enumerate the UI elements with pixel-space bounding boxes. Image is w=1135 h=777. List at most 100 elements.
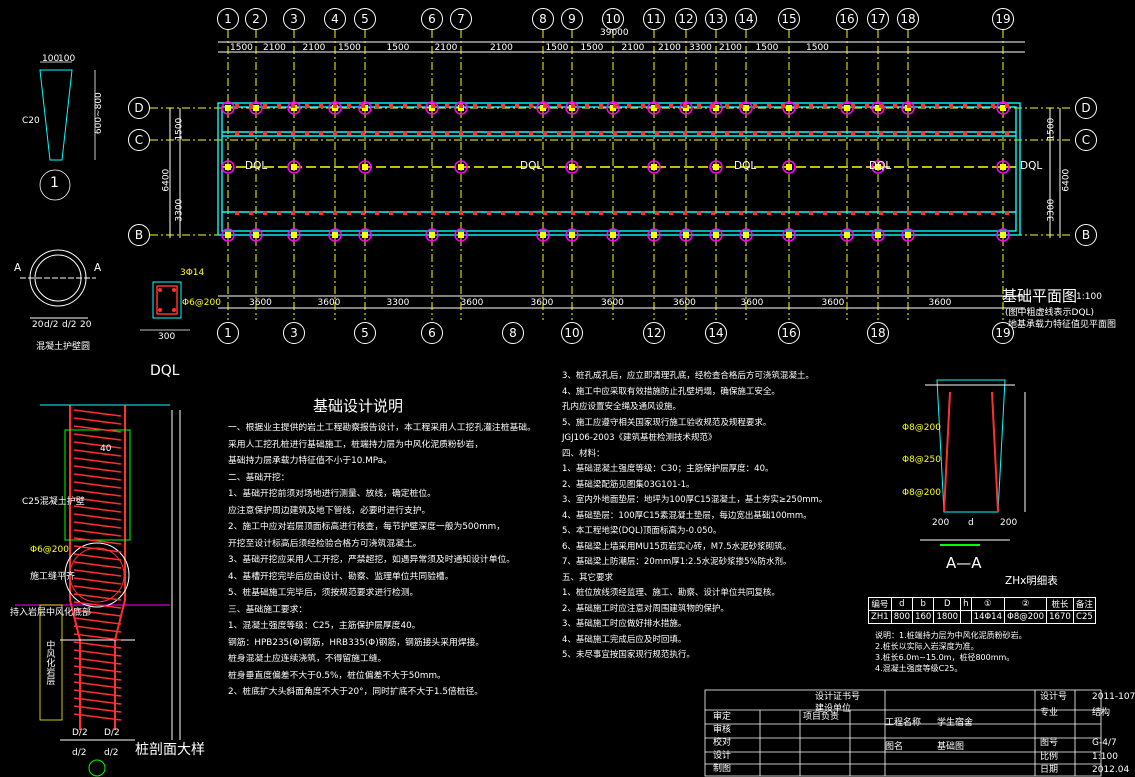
title-block-label: 图号 bbox=[1040, 738, 1059, 748]
pile-hatch bbox=[73, 641, 122, 649]
zh-table-header-cell: ② bbox=[1004, 597, 1048, 611]
pile-hatch bbox=[73, 545, 122, 553]
pile-column bbox=[709, 228, 723, 242]
rebar-mark bbox=[445, 131, 449, 135]
rebar-mark bbox=[543, 211, 547, 215]
pile-hatch bbox=[73, 689, 122, 697]
pile-hatch bbox=[73, 529, 122, 537]
zh-table-header-cell: 编号 bbox=[868, 597, 892, 611]
rebar-mark bbox=[725, 211, 729, 215]
column-core bbox=[683, 232, 689, 238]
pile-column bbox=[221, 101, 235, 115]
pile-hatch bbox=[73, 537, 122, 545]
pile-column bbox=[358, 228, 372, 242]
axis-bubble-bottom-16: 16 bbox=[778, 322, 800, 344]
rebar-mark bbox=[487, 104, 491, 108]
pile-column bbox=[840, 228, 854, 242]
rebar-mark bbox=[837, 211, 841, 215]
rebar-mark bbox=[725, 104, 729, 108]
axis-bubble-left-C: C bbox=[128, 129, 150, 151]
axis-bubble-top-4: 4 bbox=[324, 8, 346, 30]
pile-column bbox=[901, 228, 915, 242]
rebar-mark bbox=[417, 211, 421, 215]
pile-column bbox=[287, 228, 301, 242]
pile-column bbox=[454, 160, 468, 174]
axis-bubble-top-8: 8 bbox=[532, 8, 554, 30]
rebar-mark bbox=[249, 104, 253, 108]
rebar-mark bbox=[641, 104, 645, 108]
rebar-mark bbox=[767, 211, 771, 215]
rebar-mark bbox=[389, 104, 393, 108]
rebar-mark bbox=[487, 211, 491, 215]
rebar-mark bbox=[697, 104, 701, 108]
pile-column bbox=[287, 160, 301, 174]
zh-table-cell: ZH1 bbox=[868, 610, 892, 624]
note-line: 开挖至设计标高后须经检验合格方可浇筑混凝土。 bbox=[228, 538, 422, 549]
column-core bbox=[225, 164, 231, 170]
rebar-mark bbox=[753, 131, 757, 135]
pile-column bbox=[647, 160, 661, 174]
note-line: 5、施工应遵守相关国家现行施工验收规范及规程要求。 bbox=[562, 417, 772, 428]
section-a-left: A bbox=[14, 262, 22, 274]
zh-stirrup-2: Φ8@250 bbox=[902, 455, 941, 465]
rebar-mark bbox=[501, 104, 505, 108]
rebar-mark bbox=[473, 104, 477, 108]
note-line: 应注意保护周边建筑及地下管线，必要时进行支护。 bbox=[228, 505, 431, 516]
rebar-mark bbox=[669, 211, 673, 215]
title-block-label: 建设单位 bbox=[815, 704, 852, 714]
rebar-mark bbox=[417, 104, 421, 108]
pile-hatch bbox=[73, 513, 122, 521]
pile-column bbox=[249, 228, 263, 242]
rebar-mark bbox=[669, 131, 673, 135]
pile-hatch bbox=[73, 713, 122, 721]
rebar-mark bbox=[445, 211, 449, 215]
rebar-mark bbox=[1005, 131, 1009, 135]
rebar-mark bbox=[781, 211, 785, 215]
dql-label: DQL bbox=[734, 160, 757, 172]
note-line: 5、桩基础施工完毕后，须按规范要求进行检测。 bbox=[228, 588, 419, 598]
rebar-mark bbox=[977, 104, 981, 108]
title-block-label: 比例 bbox=[1040, 752, 1059, 762]
rebar-mark bbox=[697, 211, 701, 215]
overall-dimension: 39000 bbox=[600, 28, 629, 38]
rebar-mark bbox=[823, 131, 827, 135]
axis-bubble-top-12: 12 bbox=[675, 8, 697, 30]
pile-concrete: C20 bbox=[22, 116, 40, 126]
rebar-mark bbox=[557, 104, 561, 108]
rebar-mark bbox=[837, 104, 841, 108]
bottom-dim: 3600 bbox=[249, 298, 272, 308]
title-block-value: G-4/7 bbox=[1092, 738, 1117, 748]
pile-column bbox=[871, 228, 885, 242]
note-line: 2、基础梁配筋见图集03G101-1。 bbox=[562, 479, 695, 490]
rebar-mark bbox=[655, 104, 659, 108]
plan-subtitle-2: 地基承载力特征值见平面图 bbox=[1008, 320, 1117, 330]
title-block-project-principal: 项目负责 bbox=[803, 712, 840, 722]
pile-column bbox=[606, 101, 620, 115]
axis-bubble-top-2: 2 bbox=[245, 8, 267, 30]
zh-table-cell: C25 bbox=[1072, 610, 1097, 624]
rebar-mark bbox=[557, 211, 561, 215]
rebar-mark bbox=[627, 211, 631, 215]
rebar-mark bbox=[263, 131, 267, 135]
rebar-mark bbox=[851, 104, 855, 108]
zh-note-line: 4.混凝土强度等级C25。 bbox=[875, 664, 963, 673]
note-line: 2、施工中应对岩层顶面标高进行核查，每节护壁深度一般为500mm， bbox=[228, 522, 506, 532]
rebar-mark bbox=[1005, 104, 1009, 108]
rebar-mark bbox=[935, 211, 939, 215]
pile-column bbox=[871, 101, 885, 115]
rebar-mark bbox=[837, 131, 841, 135]
rebar-mark bbox=[571, 211, 575, 215]
zh-dim-2: d bbox=[968, 518, 974, 528]
zh-note-line: 说明：1.桩端持力层为中风化泥质粉砂岩。 bbox=[875, 631, 1027, 640]
rebar-mark bbox=[893, 131, 897, 135]
pile-hatch bbox=[73, 697, 122, 705]
column-core bbox=[458, 232, 464, 238]
pile-section-label-5: 中风化岩层 bbox=[44, 640, 55, 685]
title-block-label: 工程名称 bbox=[885, 718, 922, 728]
rebar-mark bbox=[809, 104, 813, 108]
pile-column bbox=[679, 101, 693, 115]
pile-column bbox=[287, 101, 301, 115]
rebar-mark bbox=[795, 104, 799, 108]
column-core bbox=[1000, 105, 1006, 111]
